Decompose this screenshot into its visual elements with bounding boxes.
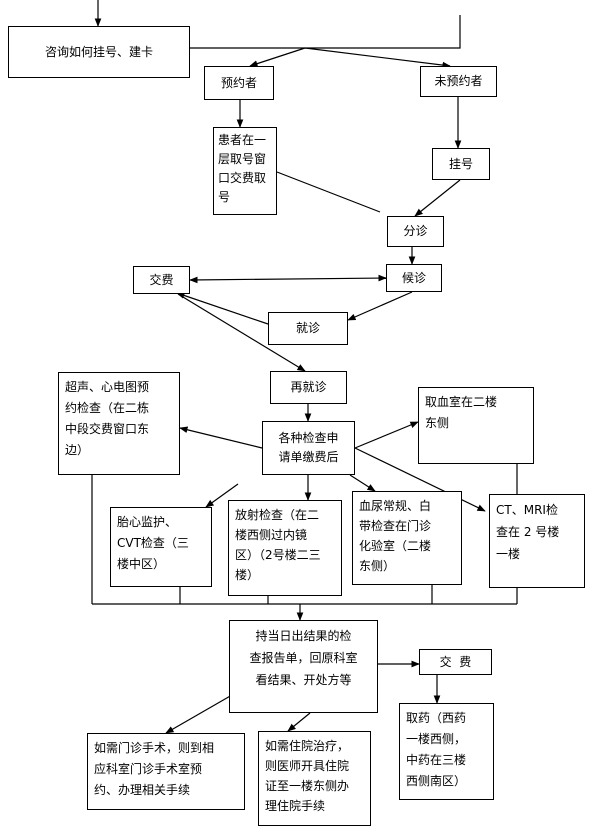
triage-node: 分诊 [387,216,444,247]
surgery-node: 如需门诊手术，则到相 应科室门诊手术室预 约、办理相关手续 [87,733,245,810]
arrow-pay-revisit [177,293,306,372]
radiology-node: 放射检查（在二 楼西侧过内镜 区）（2号楼二三 楼） [228,500,342,596]
inpatient-node: 如需住院治疗， 则医师开具住院 证至一楼东侧办 理住院手续 [258,731,371,826]
outer-frame-line [60,15,461,49]
exam-request-node: 各种检查申 请单缴费后 [262,421,355,475]
arrow-register-triage [414,179,461,217]
arrow-to-booked [249,47,306,67]
arrow-wait-visit [347,291,413,321]
lab-node: 血尿常规、白 带检查在门诊 化验室（二楼 东侧） [352,491,462,585]
arrow-visit-pay [176,292,269,325]
arrow-to-unbooked [304,47,451,69]
revisit-node: 再就诊 [270,371,347,404]
arrow-exam-fetal [205,483,239,508]
blood-room-node: 取血室在二楼 东侧 [418,387,534,464]
arrow-exam-ultrasound [179,426,263,449]
arrow-exam-lab [349,474,376,492]
arrow-pay-wait [189,274,387,284]
pharmacy-node: 取药（西药 一楼西侧， 中药在三楼 西侧南区） [399,703,494,800]
unbooked-node: 未预约者 [420,66,497,97]
ctmri-node: CT、MRI检 查在 2 号楼 一楼 [489,494,585,588]
fetal-node: 胎心监护、 CVT检查（三 楼中区） [110,507,212,587]
arrow-exam-blood [354,421,419,449]
line-booked-action-right [276,171,381,213]
visit-node: 就诊 [268,312,348,345]
arrow-exam-ctmri [354,447,486,512]
booked-node: 预约者 [204,66,274,100]
arrow-results-surgery [165,694,233,734]
ultrasound-node: 超声、心电图预 约检查（在二栋 中段交费窗口东 边） [58,372,180,475]
arrow-results-inpatient [287,712,311,732]
wait-node: 候诊 [386,264,442,292]
pay1-node: 交费 [133,266,190,294]
register-node: 挂号 [432,148,490,180]
results-node: 持当日出结果的检 查报告单，回原科室 看结果、开处方等 [229,620,378,713]
pay2-node: 交 费 [419,649,492,675]
consult-node: 咨询如何挂号、建卡 [8,26,190,78]
booked-action-node: 患者在一 层取号窗 口交费取 号 [213,127,277,215]
